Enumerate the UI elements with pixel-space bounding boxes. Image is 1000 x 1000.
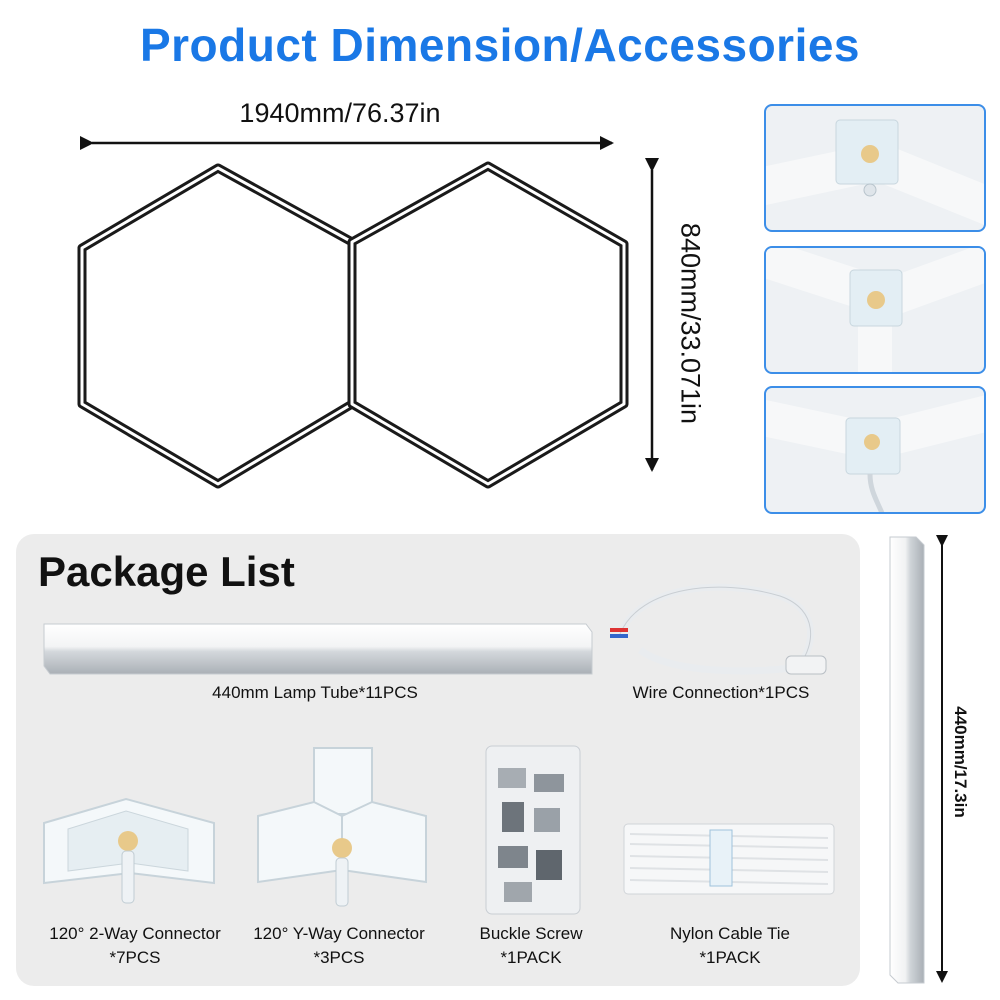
vertical-lamp-tube-image [889, 535, 948, 984]
buckle-screw-label: Buckle Screw *1PACK [436, 922, 626, 970]
nylon-cable-tie-name: Nylon Cable Tie [669, 924, 790, 943]
wire-connection-label: Wire Connection*1PCS [632, 683, 810, 702]
page-title: Product Dimension/Accessories [139, 19, 861, 71]
tube-length-label: 440mm/17.3in [951, 706, 970, 818]
y-way-connector-name: 120° Y-Way Connector [253, 924, 425, 943]
two-way-connector-qty: *7PCS [109, 948, 161, 967]
y-way-connector-image [257, 747, 427, 907]
lamp-tube-label: 440mm Lamp Tube*11PCS [212, 683, 418, 702]
nylon-cable-tie-label: Nylon Cable Tie *1PACK [630, 922, 830, 970]
thumbnail-yway-connector [764, 246, 986, 374]
hexagon-right [347, 161, 629, 489]
buckle-screw-bag-image [485, 745, 581, 915]
two-way-connector-label: 120° 2-Way Connector *7PCS [30, 922, 240, 970]
hexagon-left [77, 163, 357, 489]
package-list-heading: Package List [38, 548, 295, 595]
lamp-tube-image [43, 623, 593, 675]
buckle-screw-qty: *1PACK [500, 948, 562, 967]
nylon-cable-tie-image [623, 823, 835, 895]
y-way-connector-label: 120° Y-Way Connector *3PCS [234, 922, 444, 970]
wire-connection-image [610, 583, 827, 675]
thumbnail-2way-connector [764, 104, 986, 232]
two-way-connector-name: 120° 2-Way Connector [49, 924, 221, 943]
buckle-screw-name: Buckle Screw [479, 924, 583, 943]
height-dimension-label: 840mm/33.071in [675, 222, 706, 425]
nylon-cable-tie-qty: *1PACK [699, 948, 761, 967]
thumbnail-wire-connector [764, 386, 986, 514]
hexagon-dimension-diagram [77, 136, 659, 489]
width-dimension-label: 1940mm/76.37in [239, 98, 441, 128]
y-way-connector-qty: *3PCS [313, 948, 365, 967]
two-way-connector-image [43, 797, 215, 904]
package-list-panel [16, 534, 860, 986]
